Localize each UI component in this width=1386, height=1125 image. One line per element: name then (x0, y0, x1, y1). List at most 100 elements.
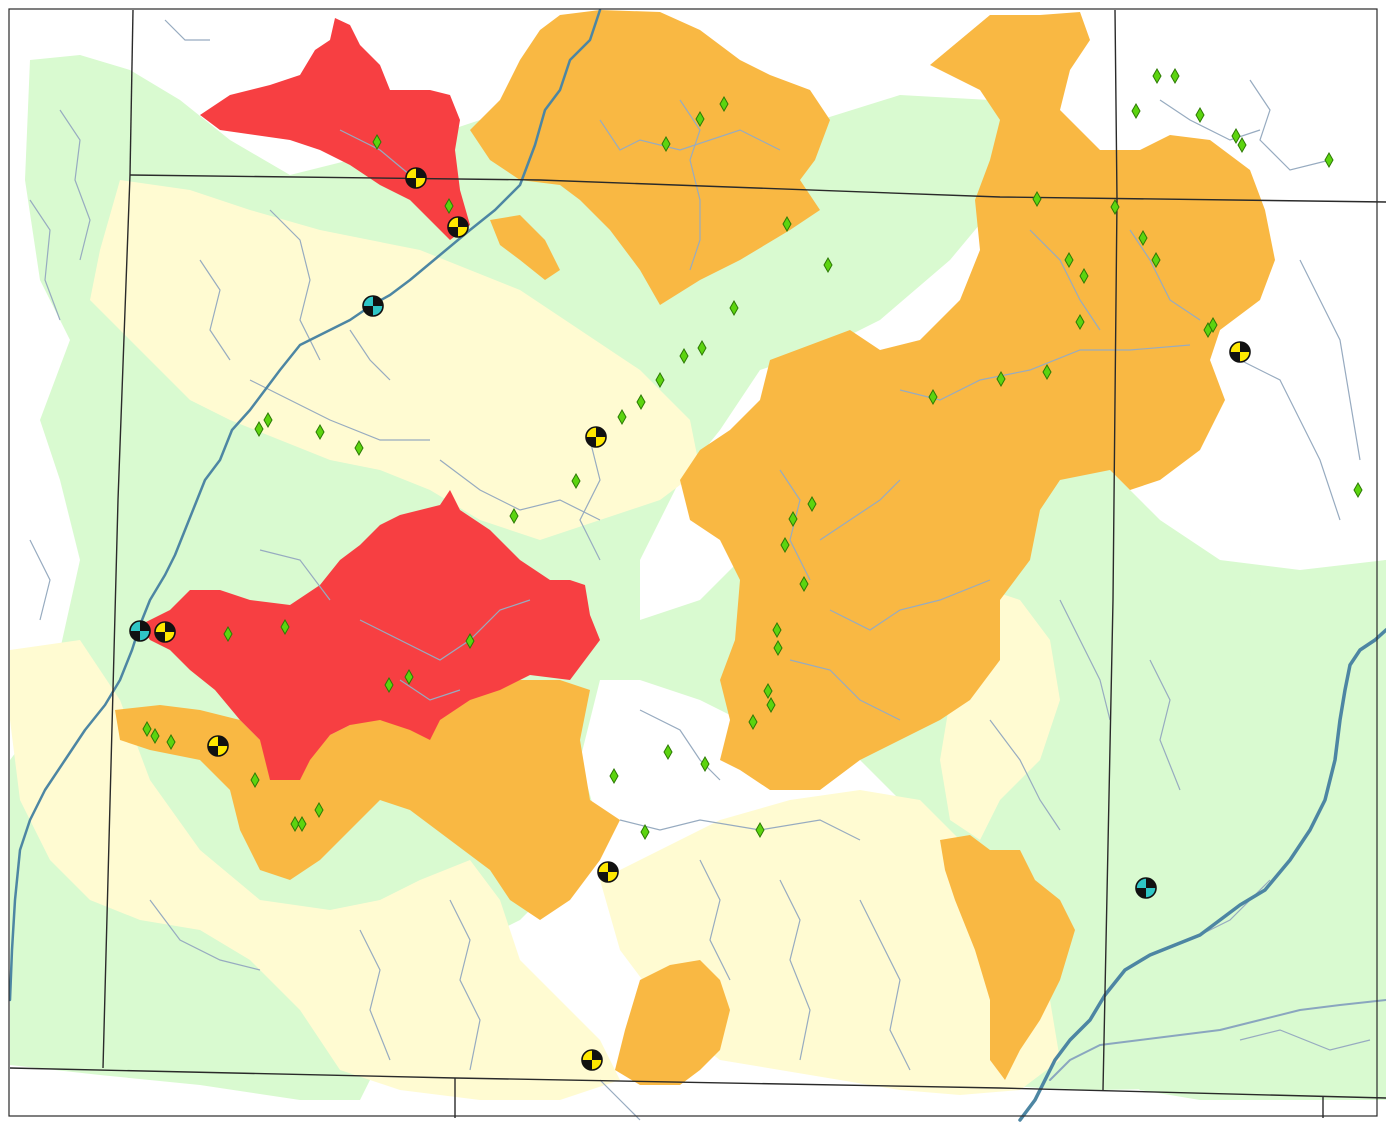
stream[interactable] (269, 209, 321, 361)
boundary-west[interactable] (102, 174, 131, 1069)
boundary-south[interactable] (9, 1067, 1386, 1099)
gauge-diamond-icon[interactable] (1195, 106, 1205, 124)
station-cyan-icon[interactable] (362, 295, 384, 317)
elevated-zone-northeast[interactable] (680, 12, 1275, 790)
gauge-diamond-icon[interactable] (509, 507, 519, 525)
gauge-diamond-icon[interactable] (571, 472, 581, 490)
stream[interactable] (679, 99, 701, 271)
stream[interactable] (399, 679, 461, 701)
gauge-diamond-icon[interactable] (755, 821, 765, 839)
watch-zone-southwest[interactable] (10, 640, 620, 1100)
station-yellow-icon[interactable] (581, 1049, 603, 1071)
stream[interactable] (1149, 659, 1181, 791)
gauge-diamond-icon[interactable] (1170, 67, 1180, 85)
stream[interactable] (59, 109, 91, 261)
gauge-diamond-icon[interactable] (1152, 67, 1162, 85)
boundary-north[interactable] (129, 174, 1386, 203)
boundary-east[interactable] (1102, 9, 1118, 1091)
high-zone-central[interactable] (140, 490, 600, 780)
station-cyan-icon[interactable] (129, 620, 151, 642)
gauge-diamond-icon[interactable] (142, 720, 152, 738)
elevated-zone-southeast[interactable] (940, 835, 1075, 1080)
stream[interactable] (579, 439, 601, 561)
gauge-diamond-icon[interactable] (663, 743, 673, 761)
gauge-diamond-icon[interactable] (1079, 267, 1089, 285)
stream[interactable] (699, 859, 731, 981)
stream[interactable] (829, 579, 991, 631)
stream[interactable] (619, 819, 861, 841)
gauge-diamond-icon[interactable] (697, 339, 707, 357)
stream[interactable] (1129, 229, 1201, 321)
river-northwest[interactable] (8, 8, 602, 1002)
gauge-diamond-icon[interactable] (223, 625, 233, 643)
stream[interactable] (439, 459, 601, 521)
gauge-diamond-icon[interactable] (655, 371, 665, 389)
stream[interactable] (599, 1079, 641, 1121)
gauge-diamond-icon[interactable] (799, 575, 809, 593)
stream[interactable] (249, 379, 430, 441)
gauge-diamond-icon[interactable] (996, 370, 1006, 388)
gauge-diamond-icon[interactable] (766, 696, 776, 714)
gauge-diamond-icon[interactable] (150, 727, 160, 745)
gauge-diamond-icon[interactable] (1353, 481, 1363, 499)
gauge-diamond-icon[interactable] (1110, 198, 1120, 216)
high-zone-north[interactable] (200, 18, 470, 240)
station-yellow-icon[interactable] (154, 621, 176, 643)
gauge-diamond-icon[interactable] (1237, 136, 1247, 154)
stream[interactable] (859, 899, 911, 1071)
gauge-diamond-icon[interactable] (763, 682, 773, 700)
gauge-diamond-icon[interactable] (444, 197, 454, 215)
elevated-zone-north-spur[interactable] (490, 215, 560, 280)
gauge-diamond-icon[interactable] (314, 801, 324, 819)
stream[interactable] (779, 879, 811, 1061)
gauge-diamond-icon[interactable] (1324, 151, 1334, 169)
station-yellow-icon[interactable] (207, 735, 229, 757)
gauge-diamond-icon[interactable] (1138, 229, 1148, 247)
gauge-diamond-icon[interactable] (297, 815, 307, 833)
gauge-diamond-icon[interactable] (700, 755, 710, 773)
stream[interactable] (1059, 599, 1111, 721)
gauge-diamond-icon[interactable] (788, 510, 798, 528)
gauge-diamond-icon[interactable] (1032, 190, 1042, 208)
gauge-diamond-icon[interactable] (928, 388, 938, 406)
gauge-diamond-icon[interactable] (166, 733, 176, 751)
gauge-diamond-icon[interactable] (1231, 127, 1241, 145)
gauge-diamond-icon[interactable] (250, 771, 260, 789)
stream[interactable] (819, 479, 901, 541)
gauge-diamond-icon[interactable] (384, 676, 394, 694)
stream[interactable] (359, 929, 391, 1061)
gauge-diamond-icon[interactable] (404, 668, 414, 686)
gauge-diamond-icon[interactable] (263, 411, 273, 429)
gauge-diamond-icon[interactable] (1075, 313, 1085, 331)
gauge-diamond-icon[interactable] (823, 256, 833, 274)
gauge-diamond-icon[interactable] (1064, 251, 1074, 269)
river-southeast[interactable] (1018, 628, 1386, 1122)
gauge-diamond-icon[interactable] (719, 95, 729, 113)
gauge-diamond-icon[interactable] (1131, 102, 1141, 120)
stream[interactable] (29, 539, 51, 621)
stream[interactable] (164, 19, 210, 41)
stream[interactable] (359, 599, 531, 661)
elevated-zone-north[interactable] (470, 10, 830, 305)
station-yellow-icon[interactable] (447, 216, 469, 238)
gauge-diamond-icon[interactable] (640, 823, 650, 841)
station-cyan-icon[interactable] (1135, 877, 1157, 899)
gauge-diamond-icon[interactable] (1042, 363, 1052, 381)
stream[interactable] (1159, 99, 1261, 141)
gauge-diamond-icon[interactable] (695, 110, 705, 128)
station-yellow-icon[interactable] (585, 426, 607, 448)
gauge-diamond-icon[interactable] (254, 420, 264, 438)
station-yellow-icon[interactable] (597, 861, 619, 883)
boundary-west-north[interactable] (129, 9, 134, 176)
river-south-branch[interactable] (1049, 999, 1386, 1081)
gauge-diamond-icon[interactable] (280, 618, 290, 636)
stream[interactable] (339, 129, 411, 176)
watch-zone-west[interactable] (90, 180, 700, 540)
elevated-zone-south[interactable] (615, 960, 730, 1085)
gauge-diamond-icon[interactable] (773, 639, 783, 657)
gauge-diamond-icon[interactable] (661, 135, 671, 153)
gauge-diamond-icon[interactable] (315, 423, 325, 441)
gauge-diamond-icon[interactable] (782, 215, 792, 233)
stream[interactable] (1299, 259, 1361, 461)
